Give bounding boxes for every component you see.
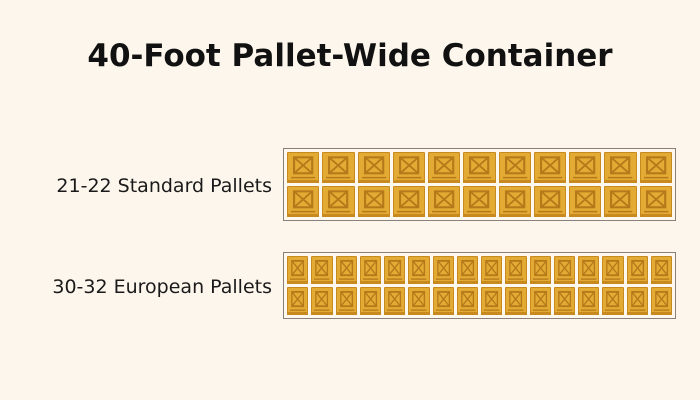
crate-pallet-icon bbox=[287, 256, 309, 284]
crate-pallet-icon bbox=[481, 256, 503, 284]
crate-pallet-icon bbox=[311, 287, 333, 315]
crate-pallet-icon bbox=[335, 287, 357, 315]
crate-pallet-icon bbox=[456, 256, 478, 284]
crate-pallet-icon bbox=[287, 287, 309, 315]
crate-pallet-icon bbox=[529, 256, 551, 284]
crate-pallet-icon bbox=[357, 186, 390, 217]
crate-pallet-icon bbox=[359, 256, 381, 284]
crate-pallet-icon bbox=[359, 287, 381, 315]
crate-pallet-icon bbox=[335, 256, 357, 284]
crate-pallet-icon bbox=[604, 152, 637, 183]
crate-pallet-icon bbox=[428, 152, 461, 183]
crate-pallet-icon bbox=[311, 256, 333, 284]
crate-pallet-icon bbox=[287, 152, 320, 183]
crate-pallet-icon bbox=[602, 256, 624, 284]
crate-pallet-icon bbox=[463, 152, 496, 183]
diagram-title: 40-Foot Pallet-Wide Container bbox=[87, 38, 613, 74]
crate-pallet-icon bbox=[384, 256, 406, 284]
crate-pallet-icon bbox=[578, 287, 600, 315]
crate-pallet-icon bbox=[428, 186, 461, 217]
crate-pallet-icon bbox=[650, 287, 672, 315]
crate-pallet-icon bbox=[392, 152, 426, 183]
crate-pallet-icon bbox=[322, 152, 355, 183]
crate-pallet-icon bbox=[408, 256, 430, 284]
crate-pallet-icon bbox=[533, 152, 567, 183]
crate-pallet-icon bbox=[602, 287, 624, 315]
crate-pallet-icon bbox=[322, 186, 355, 217]
crate-pallet-icon bbox=[639, 152, 672, 183]
crate-pallet-icon bbox=[481, 287, 503, 315]
standard-pallets-label: 21-22 Standard Pallets bbox=[56, 175, 272, 197]
crate-pallet-icon bbox=[569, 186, 602, 217]
crate-pallet-icon bbox=[287, 186, 320, 217]
crate-pallet-icon bbox=[626, 256, 648, 284]
crate-pallet-icon bbox=[456, 287, 478, 315]
crate-pallet-icon bbox=[529, 287, 551, 315]
crate-pallet-icon bbox=[578, 256, 600, 284]
crate-pallet-icon bbox=[639, 186, 672, 217]
crate-pallet-icon bbox=[392, 186, 426, 217]
crate-pallet-icon bbox=[650, 256, 672, 284]
crate-pallet-icon bbox=[357, 152, 390, 183]
crate-pallet-icon bbox=[626, 287, 648, 315]
crate-pallet-icon bbox=[408, 287, 430, 315]
crate-pallet-icon bbox=[505, 256, 527, 284]
crate-pallet-icon bbox=[553, 287, 575, 315]
crate-pallet-icon bbox=[533, 186, 567, 217]
crate-pallet-icon bbox=[498, 186, 531, 217]
crate-pallet-icon bbox=[498, 152, 531, 183]
crate-pallet-icon bbox=[432, 287, 454, 315]
crate-pallet-icon bbox=[553, 256, 575, 284]
crate-pallet-icon bbox=[463, 186, 496, 217]
crate-pallet-icon bbox=[604, 186, 637, 217]
standard-pallet-container bbox=[283, 148, 676, 221]
crate-pallet-icon bbox=[384, 287, 406, 315]
crate-pallet-icon bbox=[505, 287, 527, 315]
european-pallets-label: 30-32 European Pallets bbox=[52, 276, 272, 298]
european-pallet-container bbox=[283, 252, 676, 319]
crate-pallet-icon bbox=[432, 256, 454, 284]
crate-pallet-icon bbox=[569, 152, 602, 183]
